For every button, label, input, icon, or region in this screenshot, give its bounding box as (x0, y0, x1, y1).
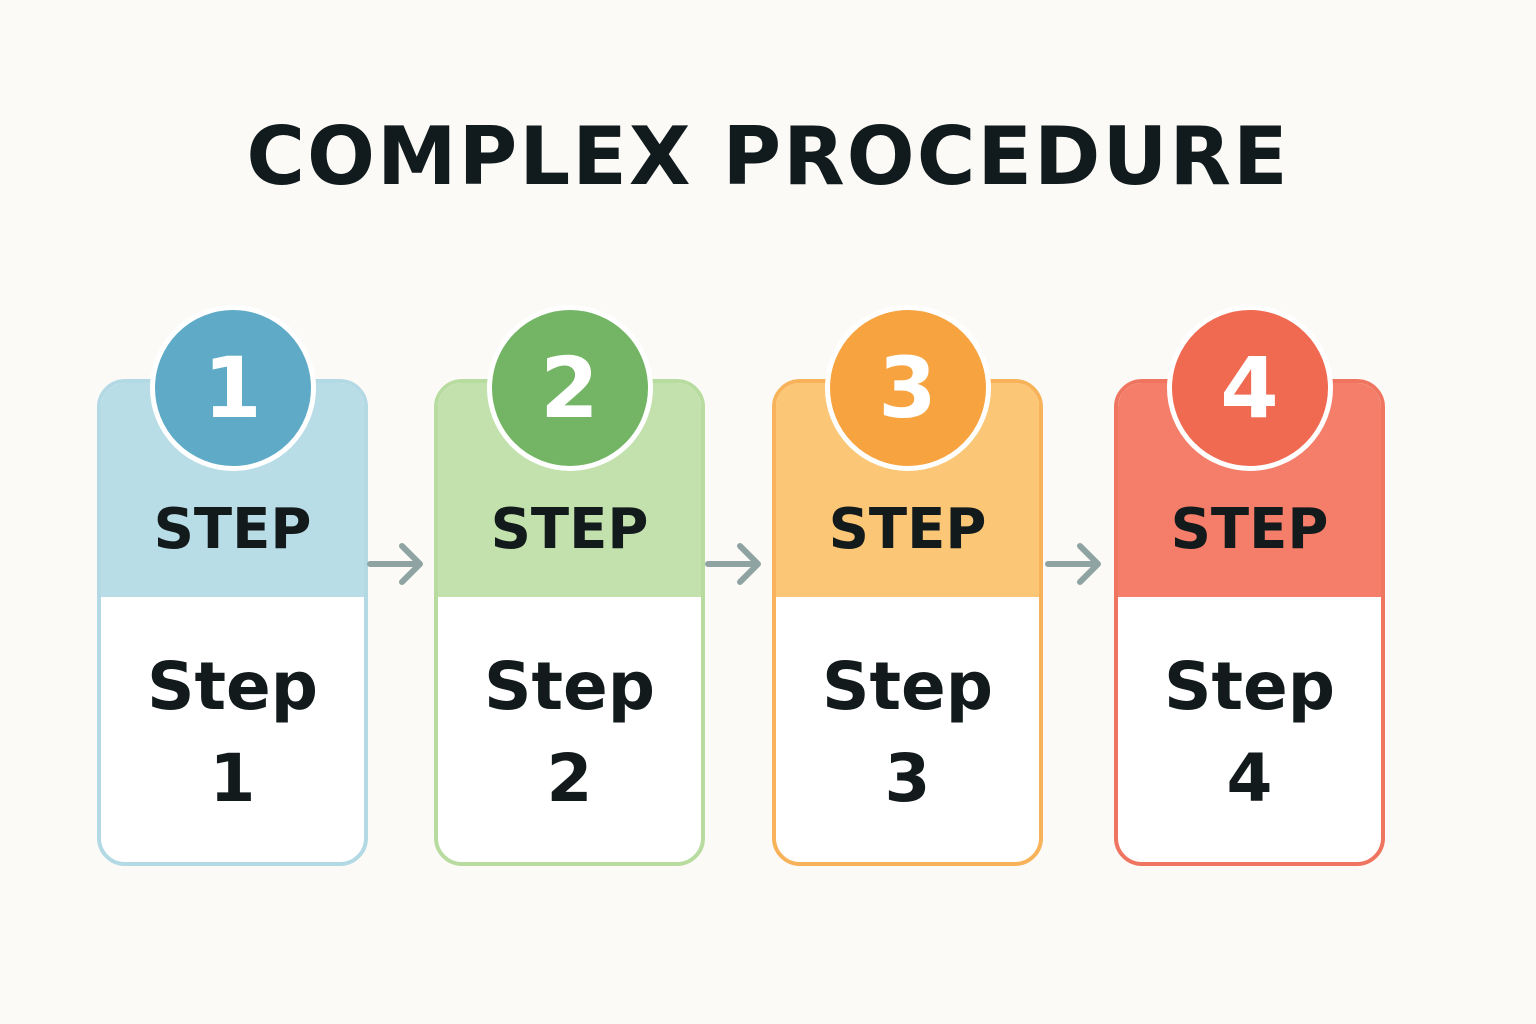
step-name-text: Step (483, 648, 656, 725)
step-name-number: 4 (1226, 740, 1273, 817)
step-label: STEP (490, 497, 649, 562)
arrow-right-icon (1045, 543, 1101, 585)
step-name: Step 1 (97, 641, 368, 825)
step-number-badge: 4 (1166, 305, 1333, 471)
step-number-badge: 1 (149, 305, 316, 471)
page-title: COMPLEX PROCEDURE (246, 110, 1290, 203)
step-name: Step 4 (1114, 641, 1385, 825)
step-name: Step 2 (434, 641, 705, 825)
step-name-number: 1 (209, 740, 256, 817)
step-name-number: 3 (884, 740, 931, 817)
step-number-badge: 2 (486, 305, 653, 471)
step-name-text: Step (1163, 648, 1336, 725)
step-name-text: Step (821, 648, 994, 725)
step-name-number: 2 (546, 740, 593, 817)
step-label: STEP (828, 497, 987, 562)
step-name-text: Step (146, 648, 319, 725)
step-card-3: 3 STEP Step 3 (772, 305, 1043, 866)
step-label: STEP (1170, 497, 1329, 562)
arrow-right-icon (367, 543, 423, 585)
step-card-4: 4 STEP Step 4 (1114, 305, 1385, 866)
step-label: STEP (153, 497, 312, 562)
step-number-badge: 3 (824, 305, 991, 471)
step-card-1: 1 STEP Step 1 (97, 305, 368, 866)
arrow-right-icon (705, 543, 761, 585)
step-name: Step 3 (772, 641, 1043, 825)
step-card-2: 2 STEP Step 2 (434, 305, 705, 866)
